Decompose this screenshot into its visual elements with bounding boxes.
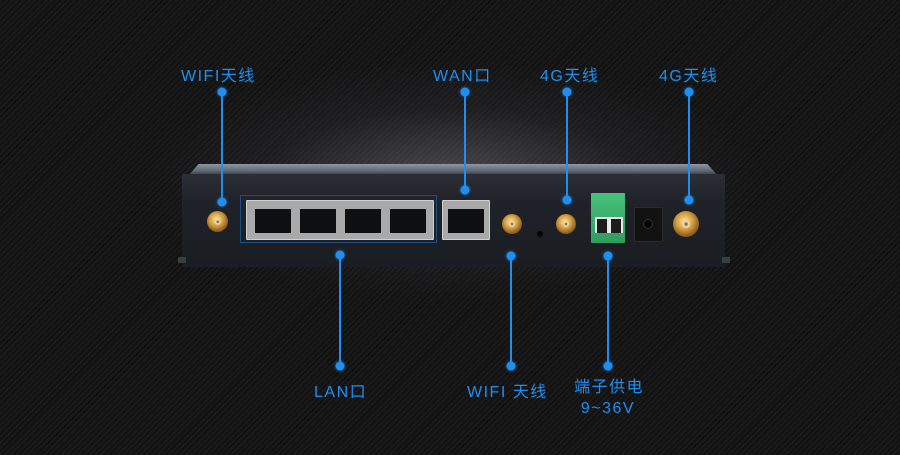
callout-dot (684, 195, 694, 205)
wifi-antenna-connector-left (207, 211, 228, 232)
callout-line-wifi-left (221, 92, 223, 202)
power-terminal-block (591, 193, 625, 243)
callout-dot (460, 87, 470, 97)
callout-dot (603, 251, 613, 261)
callout-dot (217, 197, 227, 207)
lan-port-2 (300, 209, 336, 233)
callout-dot (603, 361, 613, 371)
label-lte-antenna-1: 4G天线 (540, 68, 600, 85)
wifi-antenna-connector-right (502, 214, 522, 234)
wan-port-housing (442, 200, 490, 240)
lte-antenna-connector-1 (556, 214, 576, 234)
lan-port-group-frame (240, 195, 437, 243)
callout-line-terminal (607, 256, 609, 366)
callout-line-lan (339, 255, 341, 366)
label-terminal-power-voltage: 9~36V (580, 400, 636, 417)
router-top-edge (188, 164, 718, 176)
callout-dot (684, 87, 694, 97)
label-terminal-power-title: 端子供电 (574, 379, 645, 396)
label-lte-antenna-2: 4G天线 (659, 68, 719, 85)
callout-dot (460, 185, 470, 195)
callout-dot (506, 251, 516, 261)
lan-port-block (246, 200, 434, 240)
dc-power-jack (634, 207, 663, 242)
lan-port-4 (390, 209, 426, 233)
label-terminal-power: 端子供电 9~36V (574, 377, 645, 419)
label-wifi-antenna-left: WIFI天线 (181, 68, 256, 85)
callout-dot (335, 250, 345, 260)
callout-dot (217, 87, 227, 97)
lte-antenna-connector-2 (673, 211, 699, 237)
callout-line-wifi-bottom (510, 256, 512, 366)
terminal-slot-2 (609, 217, 623, 233)
lan-port-1 (255, 209, 291, 233)
callout-line-wan (464, 92, 466, 190)
callout-dot (506, 361, 516, 371)
label-wan-port: WAN口 (433, 68, 492, 85)
router-left-foot (178, 257, 186, 263)
callout-dot (335, 361, 345, 371)
callout-dot (562, 87, 572, 97)
callout-dot (562, 195, 572, 205)
lan-port-3 (345, 209, 381, 233)
label-wifi-antenna-bottom: WIFI 天线 (467, 384, 548, 401)
label-lan-port: LAN口 (314, 384, 368, 401)
callout-line-lte-2 (688, 92, 690, 200)
callout-line-lte-1 (566, 92, 568, 200)
router-right-foot (722, 257, 730, 263)
status-led (537, 231, 543, 237)
terminal-slot-1 (595, 217, 609, 233)
wan-port (448, 209, 484, 233)
